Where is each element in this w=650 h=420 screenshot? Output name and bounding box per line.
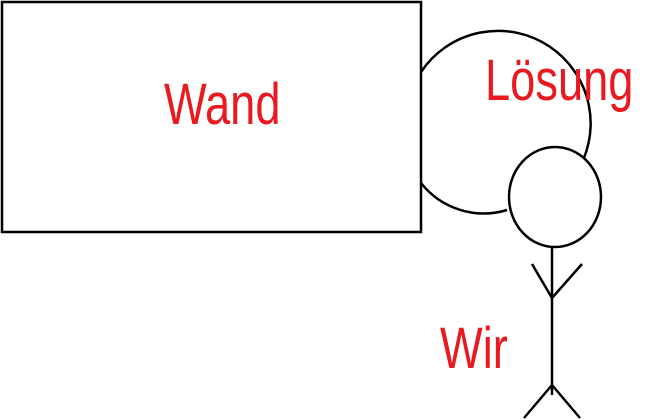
solution-circle	[419, 29, 592, 215]
stick-figure-left-arm	[530, 263, 554, 299]
us-label: Wir	[440, 316, 508, 381]
solution-label: Lösung	[485, 48, 634, 113]
stick-figure-right-arm	[551, 263, 583, 299]
stick-figure-right-leg	[551, 384, 581, 419]
stick-figure-left-leg	[523, 384, 553, 419]
wall-rectangle	[0, 0, 423, 234]
stick-figure-head	[507, 145, 603, 249]
wall-label: Wand	[164, 72, 281, 137]
